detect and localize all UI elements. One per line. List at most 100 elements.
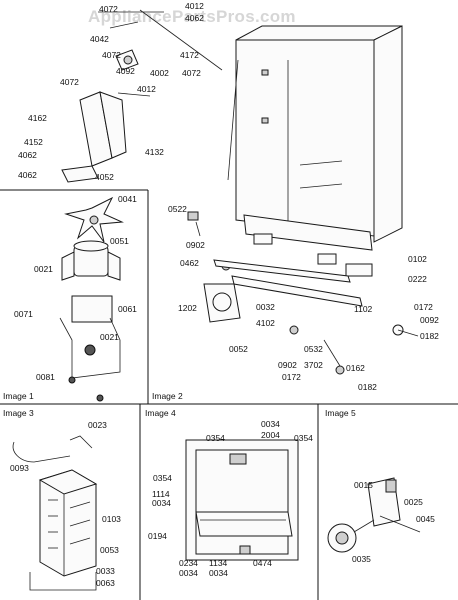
label-4172: 4172 <box>180 50 199 60</box>
label-4072a: 4072 <box>99 4 118 14</box>
label-4062a: 4062 <box>185 13 204 23</box>
evap-core-top <box>38 469 98 495</box>
mount-grommet <box>84 344 96 356</box>
damper-foot <box>61 165 99 183</box>
label-0061: 0061 <box>118 304 137 314</box>
label-4072d: 4072 <box>60 77 79 87</box>
label-1114: 1114 <box>152 489 170 499</box>
label-4092: 4092 <box>116 66 135 76</box>
screw-0902 <box>195 221 201 237</box>
motor-case <box>71 295 113 323</box>
label-4052: 4052 <box>95 172 114 182</box>
cabinet-drawing <box>235 25 403 251</box>
image2-caption: Image 2 <box>152 391 183 401</box>
label-0052: 0052 <box>229 344 248 354</box>
motor-top <box>73 240 109 252</box>
fan-motor-drawing <box>59 196 124 402</box>
evap-heater <box>29 572 97 591</box>
thermostat-knob <box>123 55 133 65</box>
label-4072b: 4072 <box>102 50 121 60</box>
label-0035: 0035 <box>352 554 371 564</box>
label-0162: 0162 <box>346 363 365 373</box>
main-connector-line <box>227 59 239 181</box>
damper-side <box>99 91 127 159</box>
label-1102: 1102 <box>354 304 373 314</box>
image1-panel: 0041 0051 0021 0071 0061 0021 0081 Image… <box>3 194 137 402</box>
label-4162: 4162 <box>28 113 47 123</box>
image4-panel: Image 4 0034 2004 0354 0354 0354 1114 00… <box>145 408 313 578</box>
label-0063: 0063 <box>96 578 115 588</box>
label-0053: 0053 <box>100 545 119 555</box>
label-0172a: 0172 <box>414 302 433 312</box>
image2-drawing <box>187 211 419 375</box>
label-0182a: 0182 <box>420 331 439 341</box>
part-0532-shape <box>289 325 299 335</box>
cabinet-rail-1 <box>299 160 343 166</box>
fan-hub <box>89 215 99 225</box>
evap-fin-7 <box>69 537 91 545</box>
label-0462: 0462 <box>180 258 199 268</box>
label-0051: 0051 <box>110 236 129 246</box>
motor-bracket-right <box>107 251 121 281</box>
drain-rail <box>213 259 351 283</box>
label-0021b: 0021 <box>100 332 119 342</box>
label-0902a: 0902 <box>186 240 205 250</box>
control-parts-drawing <box>61 9 239 183</box>
label-4132: 4132 <box>145 147 164 157</box>
mount-screw <box>68 376 76 384</box>
liner-shelf <box>195 511 293 537</box>
label-0234: 0234 <box>179 558 198 568</box>
main-assembly: 4072 4012 4042 4062 4072 4172 4092 4002 … <box>18 1 403 251</box>
label-0092: 0092 <box>420 315 439 325</box>
part-0162-shape <box>335 365 345 375</box>
label-0034b: 0034 <box>152 498 171 508</box>
label-0045: 0045 <box>416 514 435 524</box>
label-0354b: 0354 <box>294 433 313 443</box>
bracket-b <box>317 253 337 265</box>
label-0522: 0522 <box>168 204 187 214</box>
drain-pan-hole <box>212 292 232 312</box>
panel-frames <box>0 189 458 600</box>
leader-4042 <box>109 21 139 29</box>
label-0532: 0532 <box>304 344 323 354</box>
cabinet-bracket-2 <box>261 117 269 124</box>
bracket-c <box>345 263 373 277</box>
label-4072c: 4072 <box>182 68 201 78</box>
roller-axle <box>379 515 421 533</box>
roller-drawing <box>327 477 421 553</box>
label-4152: 4152 <box>24 137 43 147</box>
label-4062c: 4062 <box>18 170 37 180</box>
capillary-line <box>139 9 223 71</box>
cabinet-rail-2 <box>299 183 343 189</box>
label-0033: 0033 <box>96 566 115 576</box>
label-0015: 0015 <box>354 480 373 490</box>
image5-caption: Image 5 <box>325 408 356 418</box>
motor-mount-bracket <box>59 317 121 379</box>
label-0902b: 0902 <box>278 360 297 370</box>
roller-link <box>353 519 375 533</box>
label-4012b: 4012 <box>137 84 156 94</box>
label-4062b: 4062 <box>18 150 37 160</box>
cabinet-bracket-1 <box>261 69 269 76</box>
label-0034a: 0034 <box>261 419 280 429</box>
label-0103: 0103 <box>102 514 121 524</box>
mount-screw-2 <box>96 394 104 402</box>
label-0194: 0194 <box>148 531 167 541</box>
label-0182b: 0182 <box>358 382 377 392</box>
label-0474: 0474 <box>253 558 272 568</box>
image1-caption: Image 1 <box>3 391 34 401</box>
label-4042: 4042 <box>90 34 109 44</box>
roller-clip <box>385 479 397 493</box>
label-0034d: 0034 <box>209 568 228 578</box>
liner-inner <box>195 449 289 555</box>
label-0222: 0222 <box>408 274 427 284</box>
label-0023: 0023 <box>88 420 107 430</box>
evap-fin-5 <box>69 501 91 509</box>
image3-panel: Image 3 0023 0093 0103 0053 0033 0063 <box>3 408 121 591</box>
label-1134: 1134 <box>209 558 228 568</box>
leader-0162 <box>323 339 341 367</box>
cabinet-side <box>373 25 403 243</box>
leader-0092 <box>397 329 419 337</box>
label-0102: 0102 <box>408 254 427 264</box>
